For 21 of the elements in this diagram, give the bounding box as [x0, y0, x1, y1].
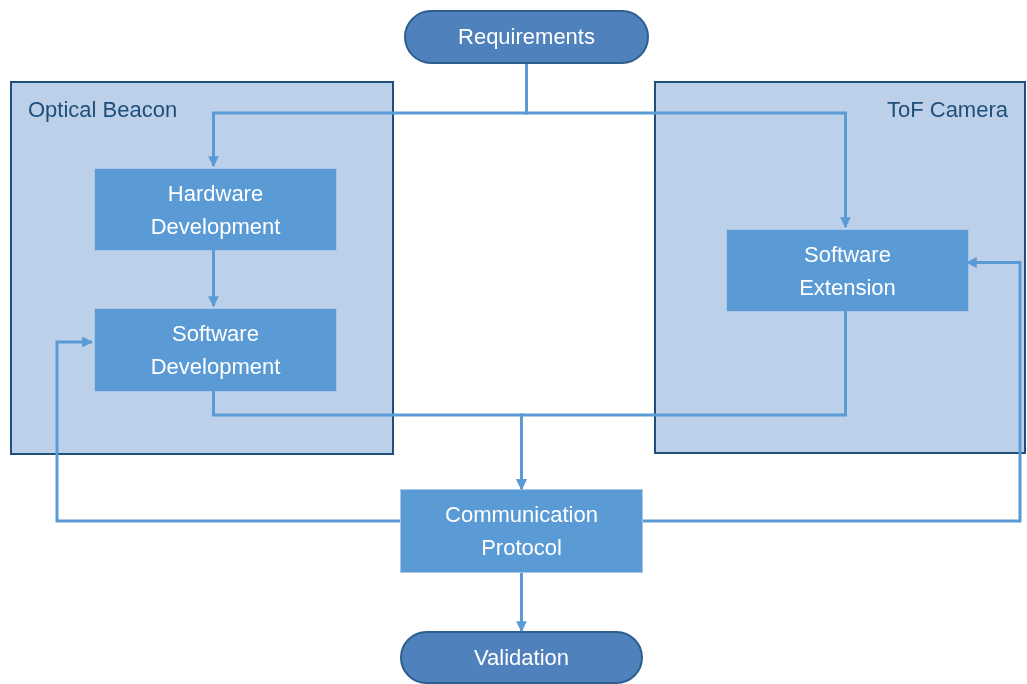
terminal-pill	[400, 631, 643, 684]
node-label: Hardware Development	[149, 179, 282, 241]
arrow	[516, 573, 527, 633]
process-box	[726, 229, 969, 312]
node-label: Communication Protocol	[444, 501, 599, 562]
node-label: Validation	[473, 644, 570, 671]
group-panel	[10, 81, 394, 455]
arrow	[643, 257, 1022, 523]
process-box	[94, 168, 337, 251]
arrow	[55, 336, 400, 523]
process-box	[94, 308, 337, 392]
node-label: Software Development	[149, 320, 282, 381]
group-label: Optical Beacon	[28, 97, 178, 123]
node-label: Requirements	[457, 24, 596, 50]
arrow	[516, 310, 847, 491]
group-panel	[654, 81, 1026, 454]
group-label: ToF Camera	[886, 97, 1008, 123]
terminal-pill	[404, 10, 649, 64]
arrow	[208, 249, 219, 308]
node-label: Software Extension	[798, 240, 897, 302]
process-box	[400, 489, 643, 573]
